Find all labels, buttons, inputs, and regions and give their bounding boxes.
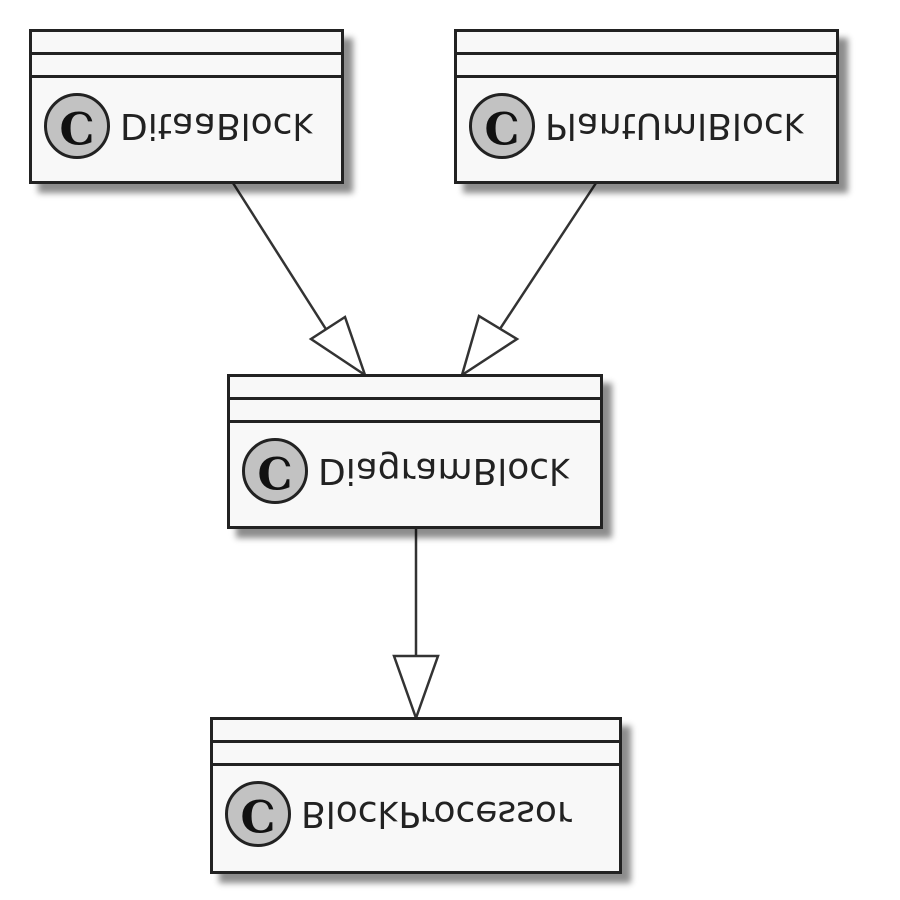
- inheritance-arrowhead: [392, 654, 440, 722]
- mirrored-header-content: C DitaaBlock: [32, 78, 341, 174]
- class-stereotype-icon: C: [469, 93, 535, 159]
- class-stereotype-icon: C: [44, 93, 110, 159]
- class-methods-compartment: [32, 55, 341, 78]
- mirrored-header-content: C PlantUmlBlock: [457, 78, 836, 174]
- class-header: C DitaaBlock: [32, 78, 341, 174]
- class-header: C DiagramBlock: [230, 423, 600, 519]
- class-ditaablock: C DitaaBlock: [29, 29, 344, 184]
- inheritance-arrowhead: [459, 314, 520, 378]
- class-stereotype-icon: C: [225, 781, 291, 847]
- class-name: DiagramBlock: [318, 450, 570, 492]
- class-name: DitaaBlock: [120, 105, 314, 147]
- class-fields-compartment: [213, 720, 619, 743]
- class-name: PlantUmlBlock: [545, 105, 805, 147]
- mirrored-header-content: C DiagramBlock: [230, 423, 600, 519]
- inheritance-arrowhead: [308, 315, 368, 379]
- edge-plantumlblock-to-diagramblock: [492, 182, 598, 339]
- edge-ditaablock-to-diagramblock: [231, 182, 338, 346]
- class-fields-compartment: [230, 377, 600, 400]
- class-fields-compartment: [32, 32, 341, 55]
- class-fields-compartment: [457, 32, 836, 55]
- mirrored-header-content: C BlockProcessor: [213, 766, 619, 862]
- class-methods-compartment: [457, 55, 836, 78]
- class-methods-compartment: [213, 743, 619, 766]
- class-blockprocessor: C BlockProcessor: [210, 717, 622, 874]
- class-diagramblock: C DiagramBlock: [227, 374, 603, 529]
- class-header: C PlantUmlBlock: [457, 78, 836, 174]
- class-plantumlblock: C PlantUmlBlock: [454, 29, 839, 184]
- class-stereotype-icon: C: [242, 438, 308, 504]
- class-methods-compartment: [230, 400, 600, 423]
- class-name: BlockProcessor: [301, 793, 572, 835]
- class-header: C BlockProcessor: [213, 766, 619, 862]
